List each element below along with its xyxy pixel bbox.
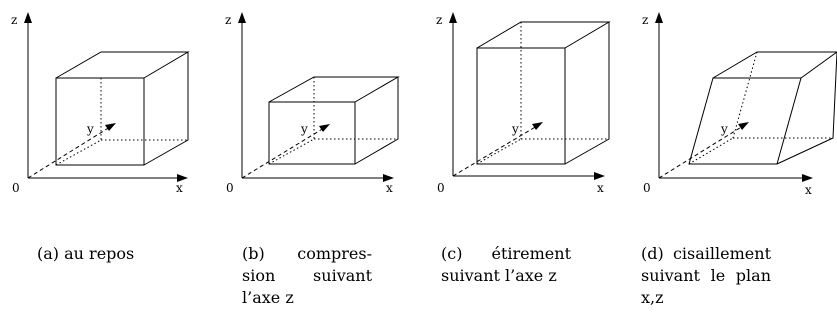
x-axis-arrow: [383, 174, 394, 182]
cube-visible-edges: [476, 21, 611, 165]
origin-label: 0: [643, 181, 651, 195]
panel-c: z 0 x y (c) étirement suivant l’axe z: [427, 0, 627, 326]
caption-d: (d) cisaille­ment suivant le plan x,z: [641, 244, 771, 307]
panel-c-diagram: z 0 x y: [436, 12, 611, 195]
panel-b: z 0 x y (b) compres­sion suivant l’axe z: [214, 0, 414, 326]
x-axis-arrow: [594, 172, 605, 180]
y-axis-label: y: [720, 122, 728, 136]
z-axis-label: z: [436, 13, 442, 27]
z-axis-label: z: [11, 13, 17, 27]
origin-label: 0: [226, 181, 234, 195]
panel-a-diagram: z 0 x y: [11, 12, 190, 195]
x-axis-arrow: [177, 174, 188, 182]
panel-b-diagram: z 0 x y: [225, 12, 400, 195]
z-axis-arrow: [238, 12, 246, 23]
cube-hidden-edges: [688, 51, 833, 165]
caption-c: (c) étirement suivant l’axe z: [441, 244, 571, 285]
y-axis-label: y: [300, 122, 308, 136]
y-axis: [27, 126, 111, 179]
x-axis-label: x: [805, 183, 812, 197]
x-axis-arrow: [802, 174, 813, 182]
z-axis-label: z: [642, 13, 648, 27]
y-axis: [452, 125, 538, 177]
cube-hidden-edges: [268, 77, 398, 165]
panel-d: z 0 x y (d) cisaille­ment suivant le pla…: [637, 0, 837, 326]
z-axis-arrow: [449, 12, 457, 23]
cube-visible-edges: [55, 51, 190, 166]
y-axis-arrow: [319, 124, 330, 132]
x-axis-label: x: [386, 181, 393, 195]
origin-label: 0: [12, 181, 20, 195]
cube-hidden-edges: [55, 78, 188, 166]
x-axis-label: x: [176, 181, 183, 195]
panel-d-diagram: z 0 x y: [642, 12, 837, 197]
caption-b: (b) compres­sion suivant l’axe z: [242, 244, 372, 307]
y-axis-arrow: [738, 122, 749, 130]
y-axis-arrow: [105, 123, 116, 131]
y-axis: [241, 127, 325, 179]
panel-a: z 0 x y (a) au repos: [0, 0, 200, 326]
y-axis: [658, 125, 744, 179]
y-axis-arrow: [532, 122, 543, 130]
cube-hidden-edges: [476, 22, 609, 165]
origin-label: 0: [437, 181, 445, 195]
y-axis-label: y: [511, 122, 519, 136]
x-axis-label: x: [597, 181, 604, 195]
z-axis-label: z: [225, 13, 231, 27]
caption-a: (a) au repos: [37, 244, 135, 263]
y-axis-label: y: [86, 122, 94, 136]
cube-visible-edges: [268, 76, 400, 165]
z-axis-arrow: [655, 12, 663, 23]
z-axis-arrow: [24, 12, 32, 23]
cube-visible-edges: [688, 51, 837, 165]
